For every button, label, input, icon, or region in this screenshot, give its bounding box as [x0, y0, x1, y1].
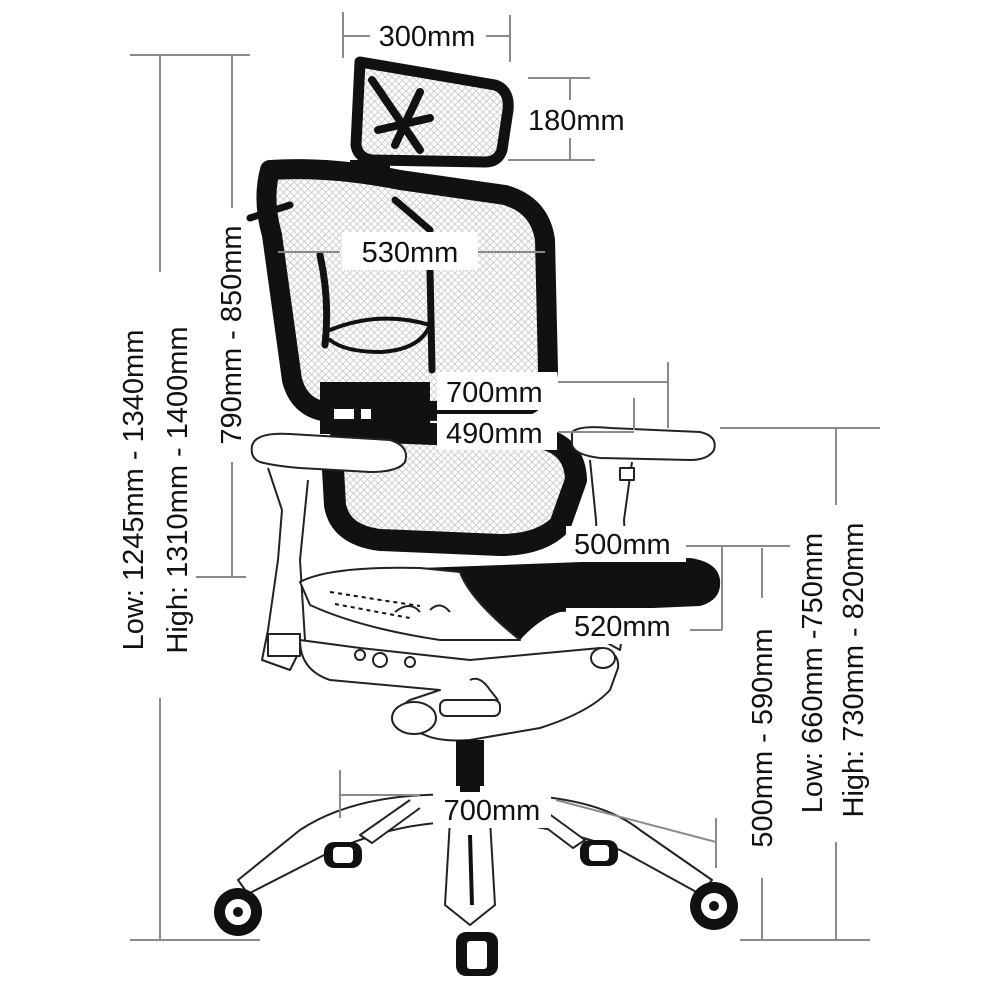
headrest [350, 56, 514, 232]
caster-front-right [690, 882, 738, 930]
caster-rear-left [324, 842, 362, 868]
armrest-height-high-label: High: 730mm - 820mm [838, 523, 870, 818]
chair-illustration [214, 56, 738, 976]
seat [299, 558, 721, 641]
seat-height-label: 500mm - 590mm [747, 628, 779, 847]
headrest-height-label: 180mm [528, 105, 625, 137]
backrest-width-label: 530mm [362, 237, 459, 269]
overall-height-high-label: High: 1310mm - 1400mm [162, 326, 194, 653]
seat-width-label: 520mm [574, 611, 671, 643]
armrest-inner-width-label: 490mm [446, 418, 543, 450]
overall-height-low-label: Low: 1245mm - 1340mm [118, 330, 150, 651]
dimension-labels: 300mm 180mm 530mm 790mm - 850mm Low: 124… [118, 21, 870, 848]
caster-wheels [214, 840, 738, 976]
caster-front-left [214, 888, 262, 936]
dimension-lines [130, 12, 880, 941]
left-armrest [250, 432, 407, 671]
caster-rear-right [580, 840, 618, 866]
seat-depth-label: 500mm [574, 529, 671, 561]
headrest-width-label: 300mm [379, 21, 476, 53]
seat-mechanism [299, 639, 620, 742]
base-diameter-label: 700mm [444, 795, 541, 827]
armrest-outer-width-label: 700mm [446, 377, 543, 409]
caster-center [456, 932, 498, 976]
backrest-height-label: 790mm - 850mm [216, 225, 248, 444]
armrest-height-low-label: Low: 660mm -750mm [797, 533, 829, 813]
